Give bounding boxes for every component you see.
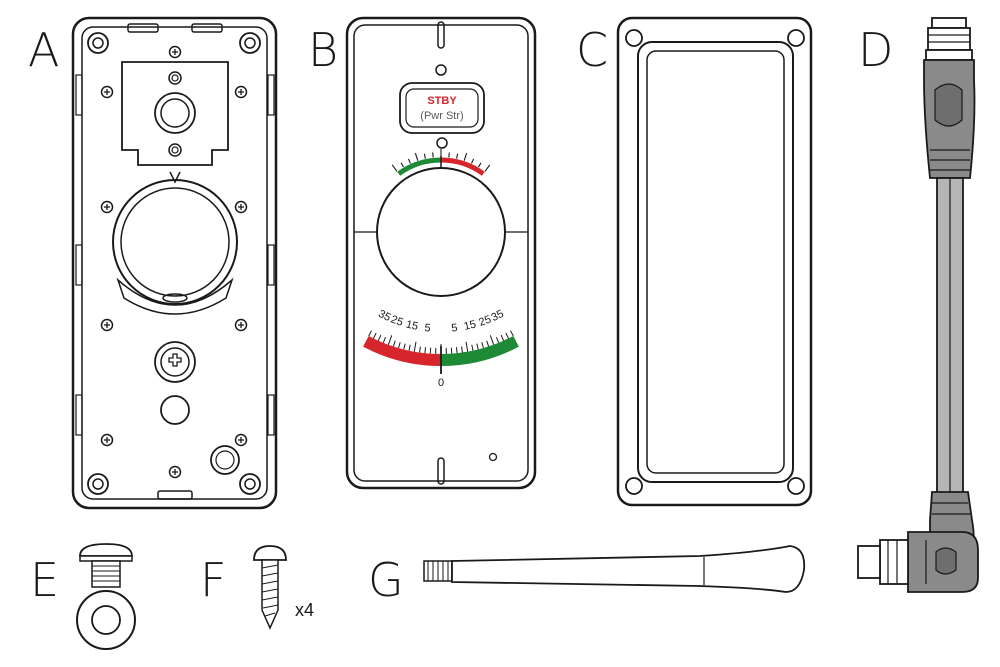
label-d: D: [858, 23, 893, 77]
gauge-tick: [400, 162, 404, 168]
scale-tick: [403, 343, 406, 350]
scale-tick: [424, 347, 427, 354]
scale-tick: [465, 341, 469, 352]
scale-tick: [387, 335, 393, 345]
label-g: G: [368, 553, 404, 607]
scale-zero-label: 0: [438, 377, 444, 389]
gauge-tick: [407, 158, 411, 164]
scale-green-arc: [440, 335, 519, 366]
scale-tick: [495, 337, 500, 343]
scale-tick: [392, 340, 396, 347]
gauge-tick: [391, 164, 398, 172]
gauge-tick: [456, 153, 459, 159]
part-d-cable: [857, 17, 979, 593]
part-c-gasket: [616, 16, 813, 507]
scale-tick-label: 15: [463, 318, 478, 332]
gauge-tick: [448, 152, 450, 158]
scale-tick: [461, 346, 463, 353]
pwr-str-label: (Pwr Str): [420, 110, 463, 122]
gauge-tick: [432, 152, 434, 158]
part-f-screw: [253, 545, 287, 630]
scale-tick-label: 5: [424, 322, 431, 335]
scale-tick: [455, 347, 458, 354]
part-a-mounting-bracket: [71, 16, 278, 510]
scale-tick: [486, 340, 490, 347]
stby-label: STBY: [427, 95, 457, 107]
screw-head-icon: [234, 318, 248, 332]
screw-head-icon: [100, 433, 114, 447]
part-b-display-plate: STBY (Pwr Str): [345, 16, 537, 490]
scale-red-arc: [363, 335, 442, 366]
scale-tick: [489, 335, 495, 345]
scale-tick-label: 5: [451, 322, 458, 335]
scale-tick-label: 15: [405, 318, 420, 332]
scale-tick: [510, 330, 514, 337]
scale-tick: [419, 346, 421, 353]
part-e-screw-and-washer: [76, 543, 136, 650]
gauge-tick: [463, 152, 468, 161]
part-a-screws: [100, 45, 248, 479]
heading-indicator-gauge: [391, 149, 491, 176]
screw-quantity-label: x4: [295, 600, 314, 620]
scale-tick-label: 25: [389, 313, 405, 328]
label-b: B: [308, 23, 338, 77]
scale-tick: [398, 342, 401, 349]
screw-head-icon: [100, 318, 114, 332]
scale-tick: [382, 337, 387, 343]
label-c: C: [576, 23, 608, 77]
part-g-antenna: [423, 545, 806, 593]
label-f: F: [200, 553, 226, 607]
screw-head-icon: [234, 433, 248, 447]
screw-head-icon: [100, 200, 114, 214]
scale-tick-label: 35: [376, 308, 392, 324]
scale-tick: [471, 344, 474, 351]
scale-tick: [373, 332, 377, 339]
gauge-green-arc: [397, 157, 442, 176]
label-a: A: [28, 23, 59, 77]
scale-tick-label: 25: [477, 313, 493, 328]
scale-tick: [505, 332, 509, 339]
label-e: E: [30, 553, 59, 607]
scale-tick: [408, 344, 411, 351]
scale-tick: [476, 343, 479, 350]
gauge-tick: [423, 153, 426, 159]
scale-tick: [368, 330, 372, 337]
gauge-tick: [414, 152, 419, 161]
scale-tick: [481, 342, 484, 349]
scale-tick: [500, 335, 505, 341]
screw-head-icon: [100, 85, 114, 99]
scale-tick-label: 35: [489, 308, 505, 324]
screw-head-icon: [234, 85, 248, 99]
scale-tick: [413, 341, 417, 352]
scale-tick: [377, 335, 382, 341]
gauge-tick: [478, 162, 482, 168]
gauge-red-arc: [440, 157, 485, 176]
screw-head-icon: [168, 465, 182, 479]
gauge-tick: [471, 158, 475, 164]
screw-head-icon: [234, 200, 248, 214]
gauge-tick: [484, 164, 491, 172]
screw-head-icon: [168, 45, 182, 59]
